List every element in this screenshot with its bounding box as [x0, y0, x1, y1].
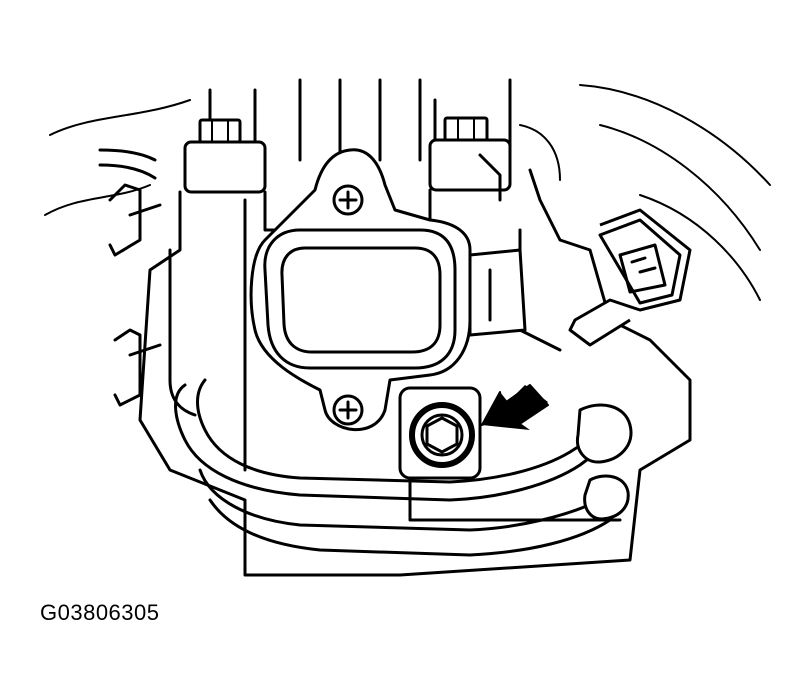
tube-assembly	[174, 378, 633, 557]
arrow-icon	[481, 384, 549, 430]
figure-code-label: G03806305	[40, 600, 160, 625]
right-upper-nut	[428, 116, 512, 202]
background-contours	[44, 84, 771, 301]
left-upper-nut	[183, 118, 267, 194]
lower-screw	[332, 394, 364, 426]
hex-plug-icon	[398, 386, 482, 480]
sensor-block	[468, 248, 527, 337]
mounting-plate	[249, 148, 472, 431]
electrical-connector	[568, 208, 692, 347]
left-brackets	[98, 148, 197, 417]
upper-screw	[332, 184, 364, 216]
